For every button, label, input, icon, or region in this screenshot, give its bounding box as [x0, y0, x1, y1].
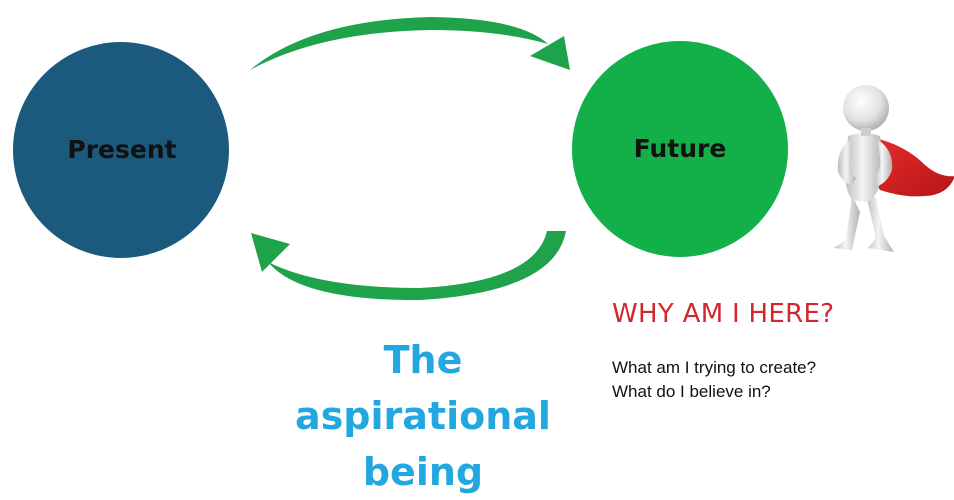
cycle-diagram: Present Future [13, 17, 954, 301]
tagline-line-2: aspirational [295, 394, 551, 438]
question-item: What am I trying to create? [612, 358, 817, 377]
tagline-line-1: The [383, 338, 463, 382]
arrow-present-to-future [250, 17, 570, 70]
present-node [13, 42, 229, 258]
tagline: The aspirational being [262, 332, 584, 500]
future-label: Future [634, 134, 727, 163]
present-label: Present [67, 135, 176, 164]
future-node [572, 41, 788, 257]
question-heading: WHY AM I HERE? [612, 299, 835, 329]
question-item: What do I believe in? [612, 382, 771, 401]
question-list: What am I trying to create? What do I be… [612, 356, 816, 404]
arrow-future-to-present [251, 231, 566, 301]
tagline-line-3: being [362, 450, 484, 494]
superhero-figure-icon [834, 85, 954, 252]
